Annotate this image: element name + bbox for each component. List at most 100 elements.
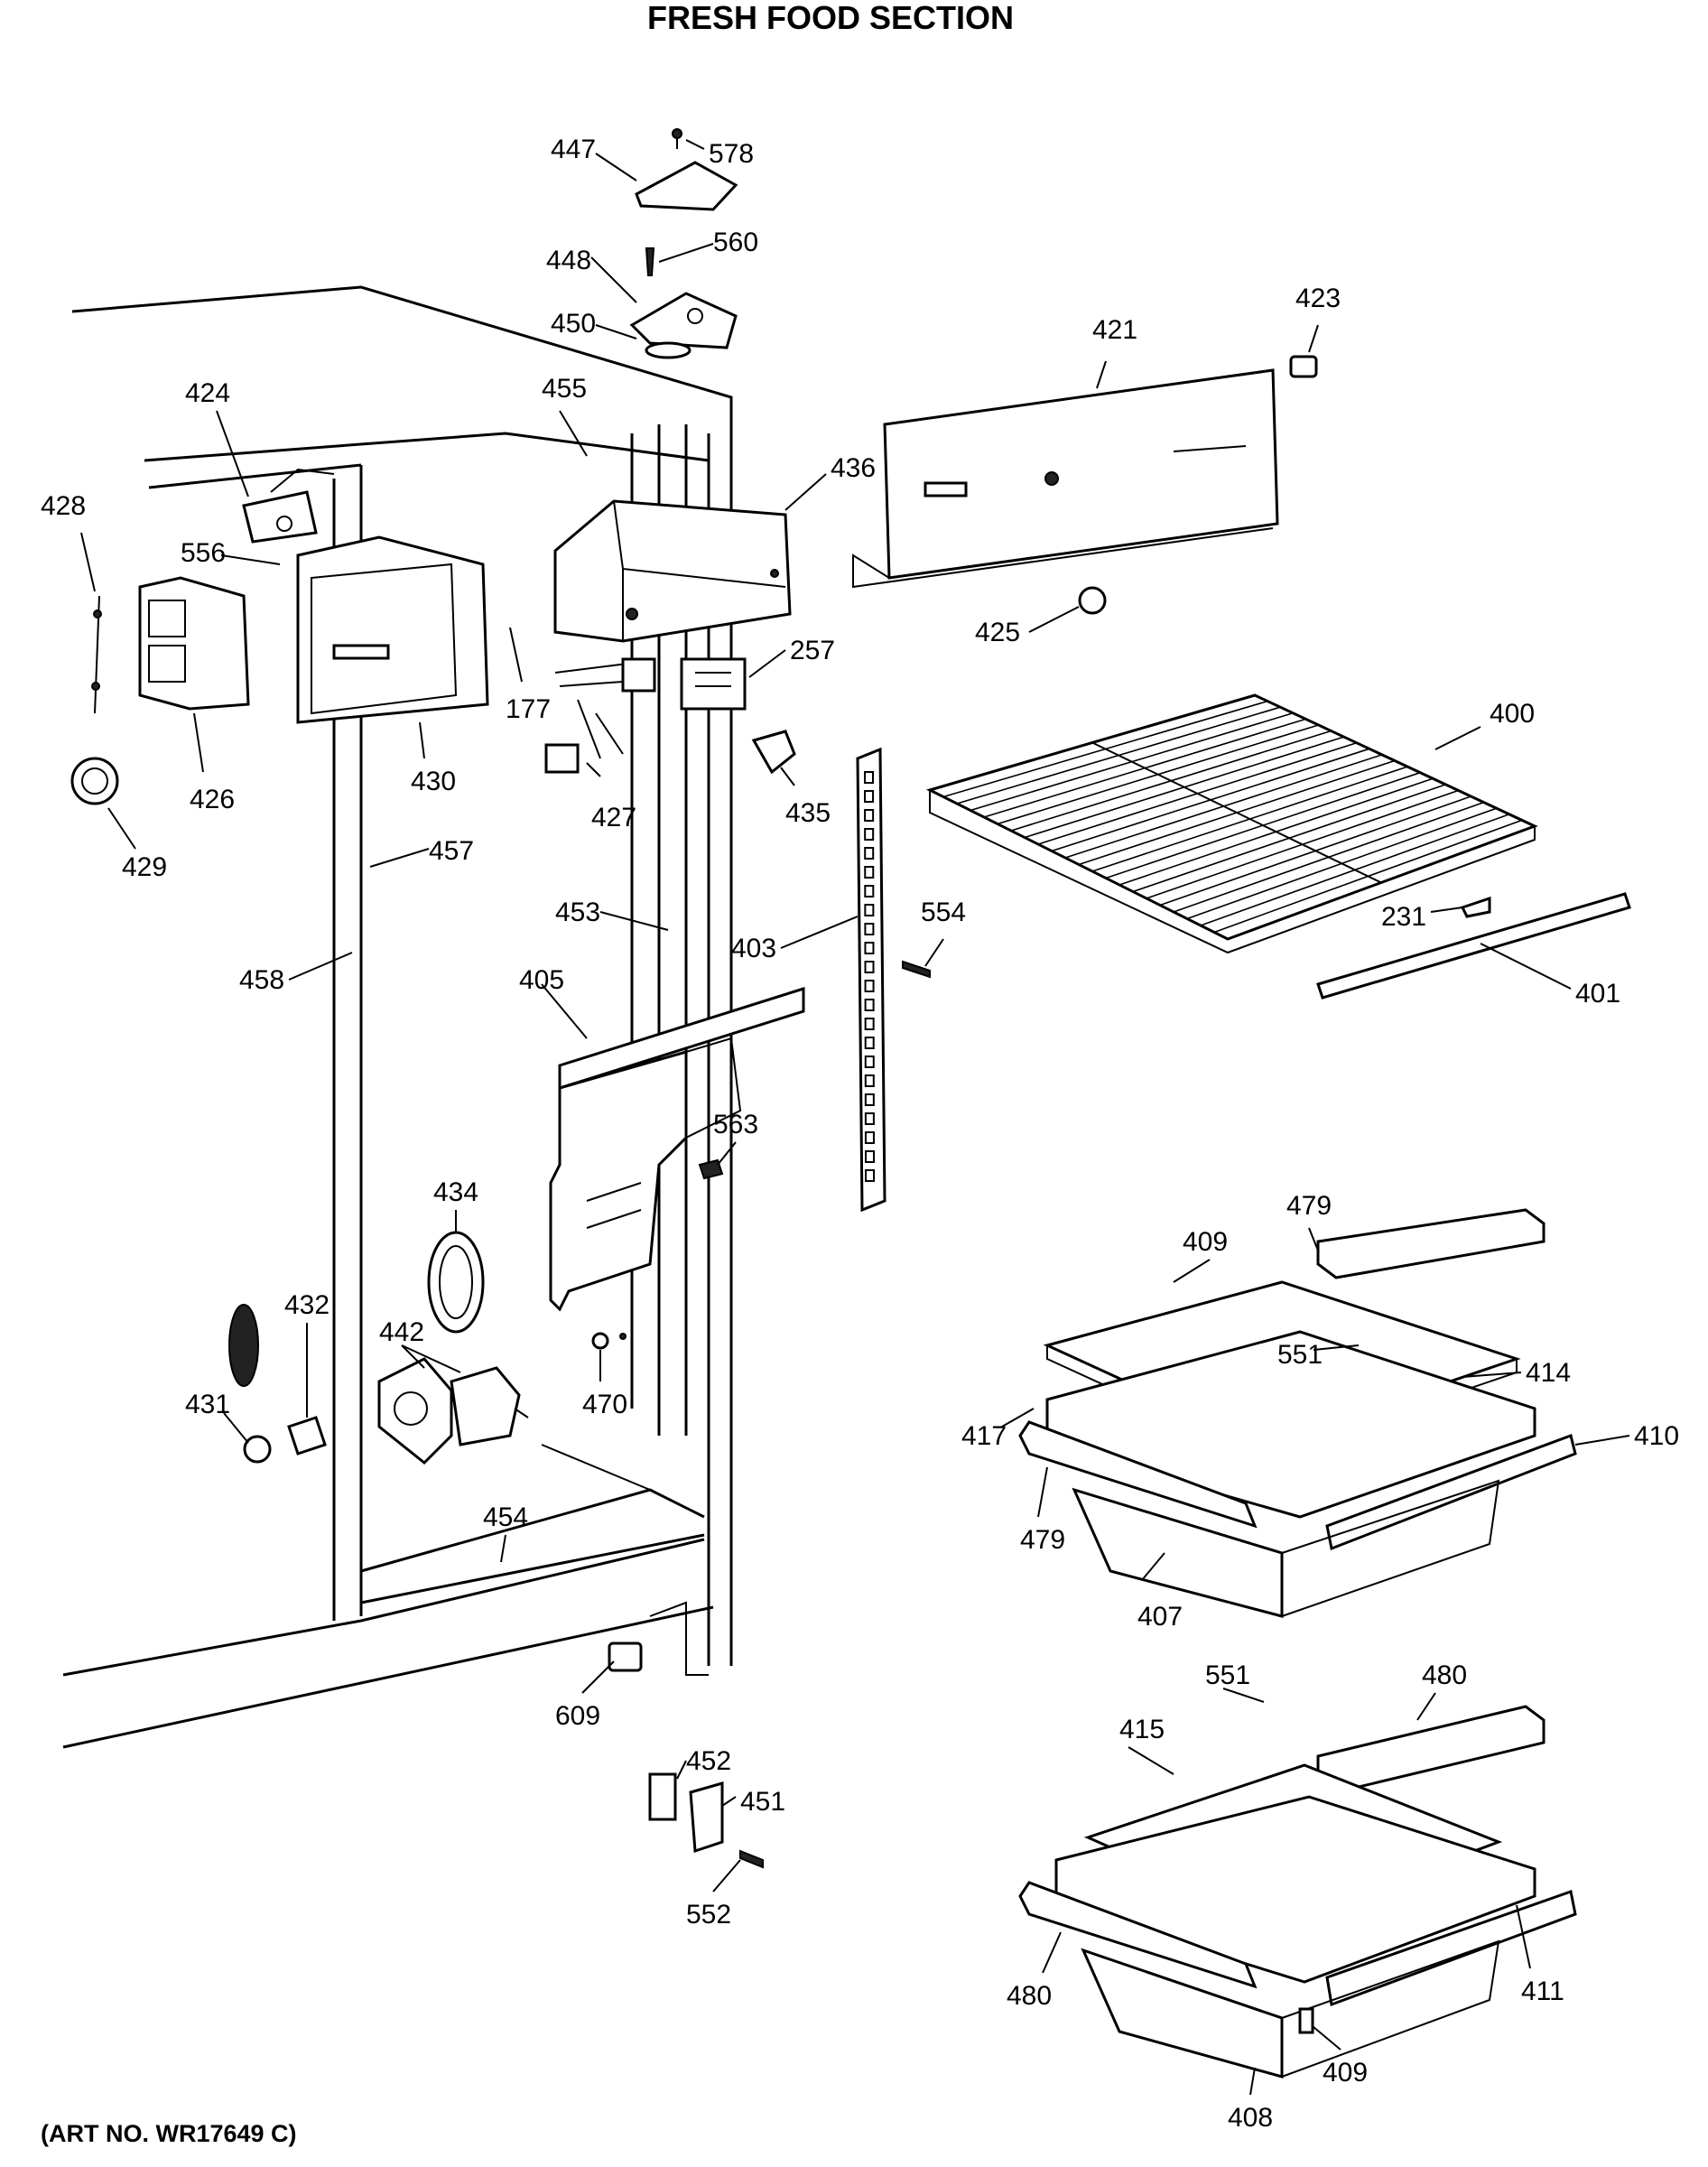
ladder-slot [864, 980, 875, 992]
hinge-451 [689, 1781, 724, 1854]
ladder-slot [864, 809, 875, 822]
art-number: (ART NO. WR17649 C) [41, 2120, 297, 2147]
drawer-assembly-lower [1018, 1705, 1577, 2079]
label-407: 407 [1137, 1602, 1183, 1632]
label-405: 405 [519, 965, 564, 995]
label-430: 430 [411, 767, 456, 796]
shelf-strip-401 [1316, 892, 1631, 1000]
cover-panel-421 [852, 368, 1279, 589]
label-409-lower: 409 [1323, 2058, 1368, 2088]
label-447: 447 [551, 135, 596, 164]
hinge-448 [629, 247, 738, 359]
ladder-slot [864, 961, 875, 973]
ladder-slot [864, 866, 875, 879]
label-400: 400 [1490, 699, 1535, 729]
label-551-lower: 551 [1205, 1660, 1250, 1690]
label-431: 431 [185, 1390, 230, 1419]
drawer-assembly-upper [1018, 1208, 1577, 1618]
ladder-slot [864, 1112, 875, 1125]
label-428: 428 [41, 491, 86, 521]
ladder-slot [865, 1150, 875, 1163]
label-411: 411 [1521, 1976, 1564, 2006]
label-554: 554 [921, 897, 966, 927]
plate-452 [648, 1772, 677, 1821]
screw-554 [902, 960, 931, 979]
label-453: 453 [555, 897, 600, 927]
label-432: 432 [284, 1290, 330, 1320]
label-417: 417 [961, 1421, 1007, 1451]
leader-lines [80, 139, 1630, 2096]
ladder-slot [864, 771, 874, 784]
label-454: 454 [483, 1502, 528, 1532]
shelf-ladder-403 [856, 747, 886, 1213]
label-470: 470 [582, 1390, 627, 1419]
label-409-upper: 409 [1183, 1227, 1228, 1257]
part-429 [70, 757, 119, 805]
label-177: 177 [506, 694, 551, 724]
control-housing-436 [553, 499, 792, 643]
control-424 [242, 468, 335, 544]
socket-426 [138, 576, 250, 711]
duct-405 [549, 986, 805, 1312]
screw-563 [698, 1158, 724, 1180]
shelf-center-bar [1091, 741, 1382, 884]
grille-434 [427, 1231, 485, 1334]
bulb-431 [243, 1435, 272, 1464]
label-609: 609 [555, 1701, 600, 1731]
label-552: 552 [686, 1900, 731, 1930]
label-455: 455 [542, 374, 587, 404]
ladder-slot [864, 828, 875, 841]
ladder-slot [864, 1037, 875, 1049]
housing-430 [296, 535, 489, 724]
ladder-slot [864, 885, 875, 897]
part-435 [751, 730, 796, 775]
wiring-427 [544, 657, 656, 774]
label-231: 231 [1381, 902, 1426, 932]
label-556: 556 [181, 538, 226, 568]
diagram-title: FRESH FOOD SECTION [647, 0, 1014, 36]
lamp-lens-431-slot [228, 1304, 259, 1387]
label-451: 451 [740, 1787, 785, 1817]
label-480-lower: 480 [1007, 1981, 1052, 2011]
ladder-slot [864, 1093, 875, 1106]
label-403: 403 [731, 934, 776, 963]
clip-231 [1460, 896, 1491, 918]
label-427: 427 [591, 803, 636, 832]
label-429: 429 [122, 852, 167, 882]
ladder-slot [864, 1018, 875, 1030]
label-560: 560 [713, 228, 758, 257]
label-408: 408 [1228, 2103, 1273, 2133]
wire-shelf-400 [925, 693, 1538, 954]
label-480-upper: 480 [1422, 1660, 1467, 1690]
ladder-slot [864, 1056, 875, 1068]
ladder-slot [864, 847, 875, 860]
screw-552 [739, 1849, 764, 1869]
ladder-slot [865, 1169, 876, 1182]
label-479-lower: 479 [1020, 1525, 1065, 1555]
label-424: 424 [185, 378, 230, 408]
label-578: 578 [709, 139, 754, 169]
label-452: 452 [686, 1746, 731, 1776]
label-257: 257 [790, 636, 835, 665]
timer-257 [680, 657, 747, 711]
label-450: 450 [551, 309, 596, 339]
ladder-slot [864, 790, 875, 803]
label-426: 426 [190, 785, 235, 814]
label-401: 401 [1575, 979, 1620, 1009]
part-423 [1289, 355, 1318, 378]
label-442: 442 [379, 1317, 424, 1347]
ladder-slot [864, 942, 875, 954]
label-458: 458 [239, 965, 284, 995]
label-423: 423 [1295, 284, 1341, 313]
ladder-slot [864, 904, 875, 916]
part-428 [91, 595, 102, 714]
label-425: 425 [975, 618, 1020, 647]
knob-425 [1078, 586, 1107, 615]
socket-432 [287, 1416, 327, 1456]
label-457: 457 [429, 836, 474, 866]
label-448: 448 [546, 246, 591, 275]
label-414: 414 [1526, 1358, 1571, 1388]
part-609 [608, 1642, 643, 1672]
part-labels: 447 578 448 560 450 423 421 455 424 436 … [41, 135, 1679, 2133]
